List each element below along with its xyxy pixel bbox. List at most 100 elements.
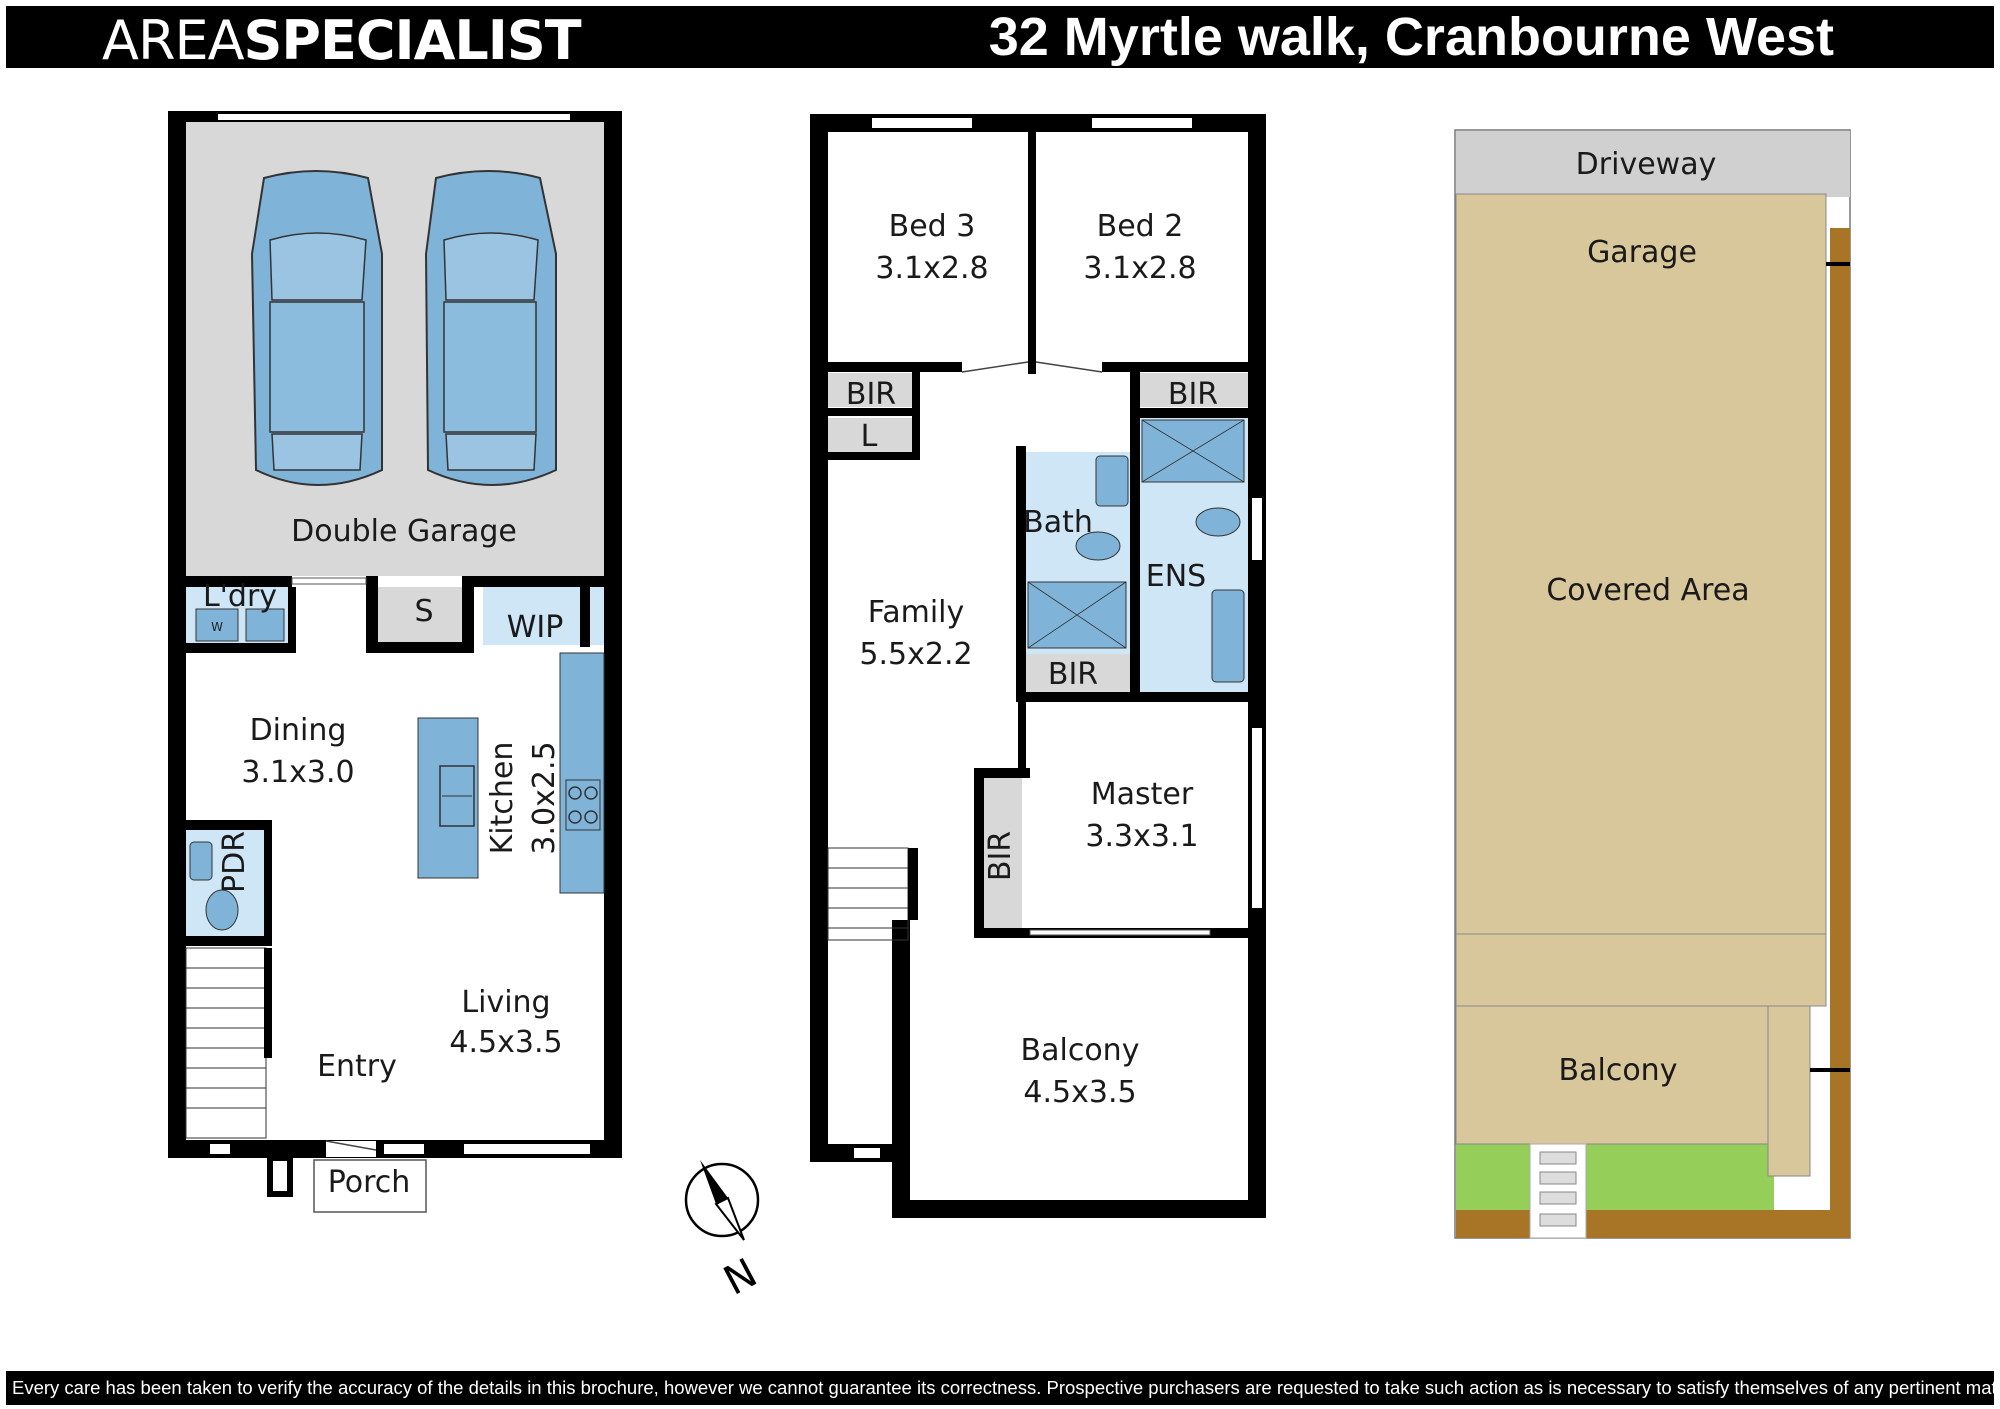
stair-wall [264,948,272,1058]
powder-right-wall [264,820,272,940]
family-size: 5.5x2.2 [859,637,972,672]
double-garage-label: Double Garage [291,514,517,549]
covered-area-label: Covered Area [1546,573,1749,608]
laundry-right-wall [288,587,296,653]
bath-bottom-wall [1016,692,1140,702]
balcony-sliding-door [1029,929,1211,936]
storage-left-wall [366,576,378,653]
north-label: N [717,1250,765,1305]
laundry-top-wall [186,576,292,587]
master-label: Master [1091,777,1194,812]
ground-window-3 [464,1144,590,1154]
entry-door-swing [325,1140,377,1151]
bed3-window [872,118,972,128]
balcony-label: Balcony [1021,1033,1140,1068]
car-left-icon [250,170,383,486]
bath-left-wall [1016,446,1026,702]
ground-left-wall [168,111,186,1158]
ens-shower-lines [1141,419,1245,483]
master-window [1252,728,1262,908]
bir-master-top-wall [974,768,1030,778]
kitchen-size: 3.0x2.5 [527,741,562,854]
porch-label: Porch [328,1165,411,1200]
driveway-area [1456,131,1850,197]
bir-master-left-wall [974,768,984,936]
dining-label: Dining [250,713,347,748]
linen-fill [828,418,912,454]
driveway-label: Driveway [1576,147,1717,182]
ens-vanity [1211,589,1245,683]
site-plan: Driveway Garage Covered Area Balcony [1454,129,1851,1239]
bedroom-door-swings [961,361,1103,373]
bir-bed3-fill [828,373,912,407]
storage-label: S [414,594,433,629]
bed3-label: Bed 3 [889,209,976,244]
laundry-bottom-wall [186,643,294,653]
bir-master-label: BIR [983,831,1018,881]
wip-top-wall [474,576,604,587]
master-size: 3.3x3.1 [1085,819,1198,854]
brand-light-text: AREA [102,9,245,72]
site-balcony-return [1767,1005,1811,1177]
ground-staircase [185,947,267,1139]
bed2-window [1092,118,1192,128]
bir-ens-wall [1138,408,1248,418]
lawn-area [1456,1144,1774,1210]
porch-post [267,1155,293,1197]
bir-bath-label: BIR [1048,657,1098,692]
bath-toilet [1075,531,1121,561]
disclaimer-text: Every care has been taken to verify the … [12,1377,2000,1398]
stair-void-wall [908,848,918,920]
kitchen-bench [559,652,605,894]
site-fence-mark-1 [1826,262,1850,266]
ens-bottom-wall [1140,692,1248,702]
powder-toilet [205,889,239,931]
bir-bed2-fill [1138,373,1248,407]
property-address: 32 Myrtle walk, Cranbourne West [988,7,1834,67]
porch-area [313,1159,427,1213]
bed2-label: Bed 2 [1097,209,1184,244]
bed3-size: 3.1x2.8 [875,251,988,286]
bed2-bottom-wall [1102,362,1248,372]
dining-size: 3.1x3.0 [241,755,354,790]
entry-door-opening [326,1141,376,1157]
bir-bath-fill [1024,654,1132,692]
bir-master-fill [982,776,1022,934]
entry-label: Entry [317,1049,397,1084]
kitchen-sink-icon [439,765,475,827]
garage-covered-block [1455,193,1827,1007]
brand-bold-text: SPECIALIST [243,9,582,72]
bed-divider-wall [1028,132,1036,374]
site-balcony-block [1455,1005,1769,1145]
bir-master-bottom-wall [974,928,1030,938]
powder-basin [189,841,213,881]
north-compass-icon: N [684,1160,765,1305]
laundry-sink [245,608,285,642]
site-fence-mark-2 [1810,1068,1850,1072]
bed2-size: 3.1x2.8 [1083,251,1196,286]
car-right-icon [424,170,557,486]
ground-window-1 [210,1144,230,1154]
bath-basin [1095,455,1129,507]
family-label: Family [868,595,965,630]
linen-label: L [861,419,878,454]
linen-bottom-wall [828,452,920,460]
kitchen-label: Kitchen [485,742,520,855]
washer-fixture [195,608,239,642]
wip-label: WIP [507,610,564,645]
site-fence-right [1830,228,1850,1238]
bath-shower-lines [1027,581,1127,649]
first-left-wall [810,114,828,1162]
balcony-left-wall [892,920,910,1218]
first-floor-plan: Bed 3 3.1x2.8 Bed 2 3.1x2.8 BIR L BIR Ba… [810,114,1266,1218]
site-fence-bottom [1456,1210,1850,1238]
powder-label: PDR [217,831,252,893]
bath-label: Bath [1023,505,1093,540]
garage-door [218,114,570,120]
storage-right-wall [462,576,474,653]
kitchen-island [417,717,479,879]
bir-linen-divider [828,408,920,416]
laundry-label: L'dry [203,579,277,614]
master-left-wall-upper [1018,702,1026,774]
ens-toilet [1195,507,1241,537]
